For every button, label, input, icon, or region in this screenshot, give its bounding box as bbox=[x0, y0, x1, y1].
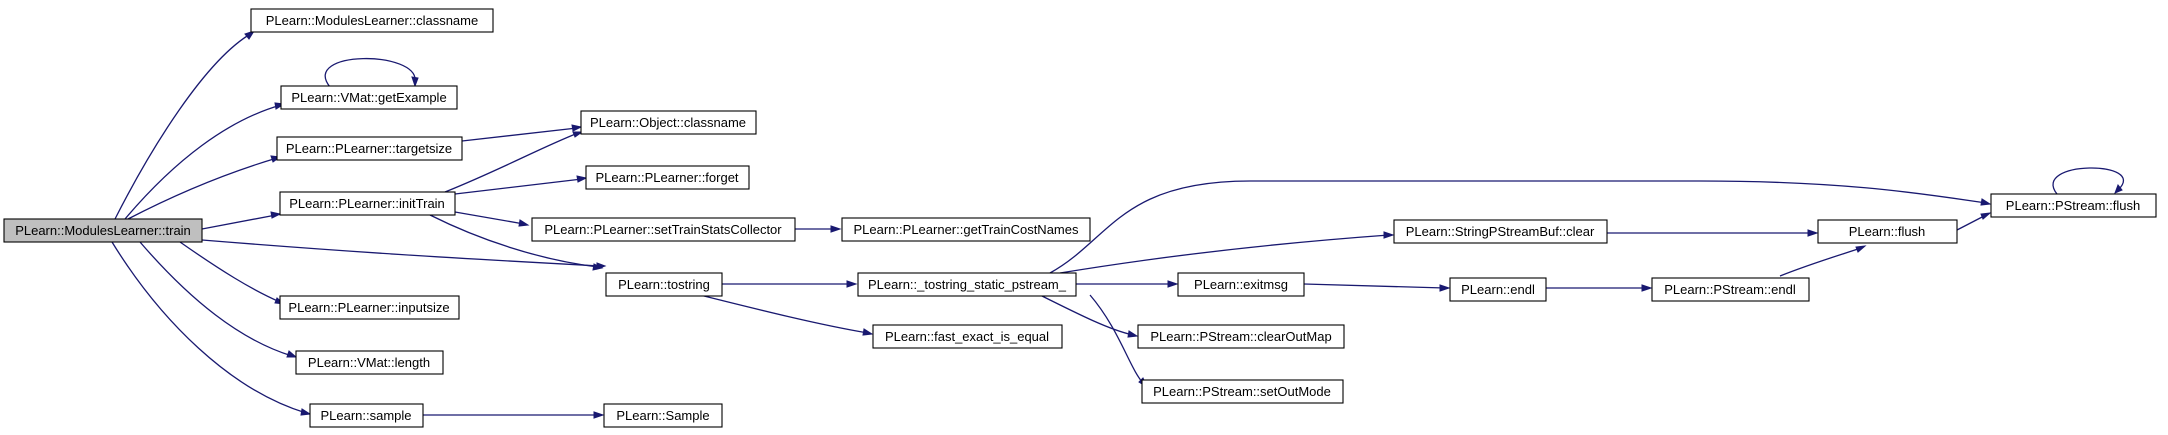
node-tostring[interactable]: PLearn::tostring bbox=[605, 272, 723, 297]
edge-initTrain-setTSC bbox=[454, 211, 530, 227]
node-label: PLearn::PLearner::setTrainStatsCollector bbox=[544, 222, 782, 237]
edge-tostringsp-exitmsg bbox=[1076, 280, 1179, 288]
node-tostring-static-pstream[interactable]: PLearn::_tostring_static_pstream_ bbox=[857, 272, 1077, 297]
node-vmat-length[interactable]: PLearn::VMat::length bbox=[295, 350, 444, 375]
edge-sample-Sample bbox=[423, 411, 605, 419]
node-fast-exact-is-equal[interactable]: PLearn::fast_exact_is_equal bbox=[872, 324, 1063, 349]
edge-spsbclear-flush bbox=[1607, 229, 1819, 237]
node-plearner-inputsize[interactable]: PLearn::PLearner::inputsize bbox=[279, 295, 460, 320]
edge-tostringsp-psflush bbox=[1049, 180, 1992, 274]
edge-root-targetsize bbox=[127, 155, 282, 220]
node-label: PLearn::flush bbox=[1849, 224, 1926, 239]
node-label: PLearn::PStream::clearOutMap bbox=[1150, 329, 1331, 344]
node-label: PLearn::PStream::setOutMode bbox=[1153, 384, 1331, 399]
node-label: PLearn::_tostring_static_pstream_ bbox=[868, 277, 1067, 292]
node-label: PLearn::PLearner::inputsize bbox=[288, 300, 449, 315]
edge-root-ml-classname bbox=[114, 30, 256, 220]
call-nodes: PLearn::ModulesLearner::train PLearn::Mo… bbox=[3, 8, 2157, 428]
node-label: PLearn::exitmsg bbox=[1194, 277, 1288, 292]
edge-tostring-tostringsp bbox=[722, 280, 858, 288]
node-flush[interactable]: PLearn::flush bbox=[1817, 219, 1958, 244]
edge-initTrain-objclassname bbox=[444, 131, 584, 193]
edge-psflush-self bbox=[2052, 167, 2125, 195]
edge-exitmsg-endl bbox=[1303, 283, 1451, 292]
node-pstream-flush[interactable]: PLearn::PStream::flush bbox=[1990, 193, 2157, 218]
node-label: PLearn::ModulesLearner::classname bbox=[266, 13, 478, 28]
edge-tostringsp-clearoutmap bbox=[1039, 294, 1139, 338]
node-exitmsg[interactable]: PLearn::exitmsg bbox=[1177, 272, 1305, 297]
node-label: PLearn::sample bbox=[320, 408, 411, 423]
node-label: PLearn::VMat::getExample bbox=[291, 90, 446, 105]
node-label: PLearn::Sample bbox=[616, 408, 709, 423]
node-label: PLearn::StringPStreamBuf::clear bbox=[1406, 224, 1595, 239]
node-label: PLearn::endl bbox=[1461, 282, 1535, 297]
node-pstream-endl[interactable]: PLearn::PStream::endl bbox=[1651, 277, 1810, 302]
node-plearner-targetsize[interactable]: PLearn::PLearner::targetsize bbox=[276, 136, 463, 161]
node-label: PLearn::PLearner::forget bbox=[595, 170, 738, 185]
edge-flush-psflush bbox=[1956, 212, 1992, 231]
edge-endl-psendl bbox=[1546, 284, 1653, 292]
node-plearner-settrainstatscollector[interactable]: PLearn::PLearner::setTrainStatsCollector bbox=[531, 217, 796, 242]
edge-root-length bbox=[139, 241, 298, 358]
node-plearner-gettraincostnames[interactable]: PLearn::PLearner::getTrainCostNames bbox=[841, 217, 1091, 242]
edge-root-initTrain bbox=[201, 211, 282, 230]
node-object-classname[interactable]: PLearn::Object::classname bbox=[580, 110, 757, 135]
edge-getExample-self bbox=[324, 57, 419, 88]
node-label: PLearn::tostring bbox=[618, 277, 710, 292]
edge-initTrain-tostring bbox=[429, 214, 604, 271]
call-edges bbox=[111, 30, 2125, 419]
node-vmat-getexample[interactable]: PLearn::VMat::getExample bbox=[280, 85, 458, 110]
node-modules-learner-train[interactable]: PLearn::ModulesLearner::train bbox=[3, 218, 203, 243]
node-endl[interactable]: PLearn::endl bbox=[1449, 277, 1547, 302]
node-Sample[interactable]: PLearn::Sample bbox=[603, 403, 723, 428]
node-modules-learner-classname[interactable]: PLearn::ModulesLearner::classname bbox=[250, 8, 494, 33]
node-plearner-forget[interactable]: PLearn::PLearner::forget bbox=[585, 165, 750, 190]
node-label: PLearn::PLearner::getTrainCostNames bbox=[854, 222, 1079, 237]
edge-targetsize-objclassname bbox=[461, 124, 583, 142]
node-pstream-clearoutmap[interactable]: PLearn::PStream::clearOutMap bbox=[1137, 324, 1345, 349]
edge-initTrain-forget bbox=[454, 175, 588, 195]
edge-root-inputsize bbox=[179, 241, 286, 305]
node-label: PLearn::fast_exact_is_equal bbox=[885, 329, 1049, 344]
node-label: PLearn::PStream::endl bbox=[1664, 282, 1796, 297]
node-label: PLearn::PLearner::targetsize bbox=[286, 141, 452, 156]
edge-root-sample bbox=[111, 241, 312, 416]
node-plearner-inittrain[interactable]: PLearn::PLearner::initTrain bbox=[279, 191, 456, 216]
edge-root-tostring bbox=[201, 239, 607, 270]
node-pstream-setoutmode[interactable]: PLearn::PStream::setOutMode bbox=[1141, 379, 1344, 404]
edge-psendl-flush bbox=[1779, 245, 1867, 277]
node-label: PLearn::Object::classname bbox=[590, 115, 746, 130]
node-stringpstreambuf-clear[interactable]: PLearn::StringPStreamBuf::clear bbox=[1393, 219, 1608, 244]
node-sample[interactable]: PLearn::sample bbox=[309, 403, 424, 428]
node-label: PLearn::PLearner::initTrain bbox=[289, 196, 445, 211]
edge-tostringsp-spsbclear bbox=[1059, 231, 1395, 274]
edge-setTSC-getTCN bbox=[795, 225, 842, 233]
edge-tostring-fasteq bbox=[699, 294, 874, 336]
node-label: PLearn::ModulesLearner::train bbox=[15, 223, 191, 238]
node-label: PLearn::VMat::length bbox=[308, 355, 430, 370]
edge-root-getExample bbox=[124, 102, 286, 220]
node-label: PLearn::PStream::flush bbox=[2006, 198, 2140, 213]
